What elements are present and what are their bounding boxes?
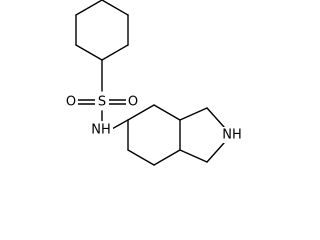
bond bbox=[75, 44, 103, 61]
atom-label-o-left: O bbox=[66, 95, 76, 110]
cyclohexane-ring bbox=[75, 0, 129, 61]
sulfonyl-group bbox=[77, 59, 127, 122]
bond bbox=[101, 44, 129, 61]
cyclohexane-fused-ring bbox=[127, 104, 181, 166]
atom-nh-sulfonamide: NH bbox=[89, 121, 113, 138]
bond bbox=[153, 149, 181, 166]
atom-label-s: S bbox=[98, 95, 106, 110]
bond bbox=[127, 149, 155, 166]
molecule-structure: S O O NH NH bbox=[63, 0, 244, 166]
bond bbox=[153, 104, 181, 121]
pyrrolidine-ring bbox=[179, 107, 225, 163]
atom-nh-ring: NH bbox=[220, 127, 244, 143]
molecule-canvas: S O O NH NH bbox=[63, 0, 244, 166]
bond bbox=[179, 149, 208, 163]
atom-s: S bbox=[95, 94, 109, 110]
atom-label-nh-ring: NH bbox=[222, 128, 242, 143]
bond bbox=[101, 0, 129, 16]
bond bbox=[206, 142, 225, 163]
bond bbox=[127, 104, 155, 121]
atom-o-right: O bbox=[126, 94, 141, 110]
atom-label-nh-sulfonamide: NH bbox=[91, 123, 111, 138]
atom-label-o-right: O bbox=[128, 95, 138, 110]
bond bbox=[179, 107, 208, 121]
atom-o-left: O bbox=[63, 94, 78, 110]
bond bbox=[206, 107, 225, 128]
bond bbox=[75, 0, 103, 16]
